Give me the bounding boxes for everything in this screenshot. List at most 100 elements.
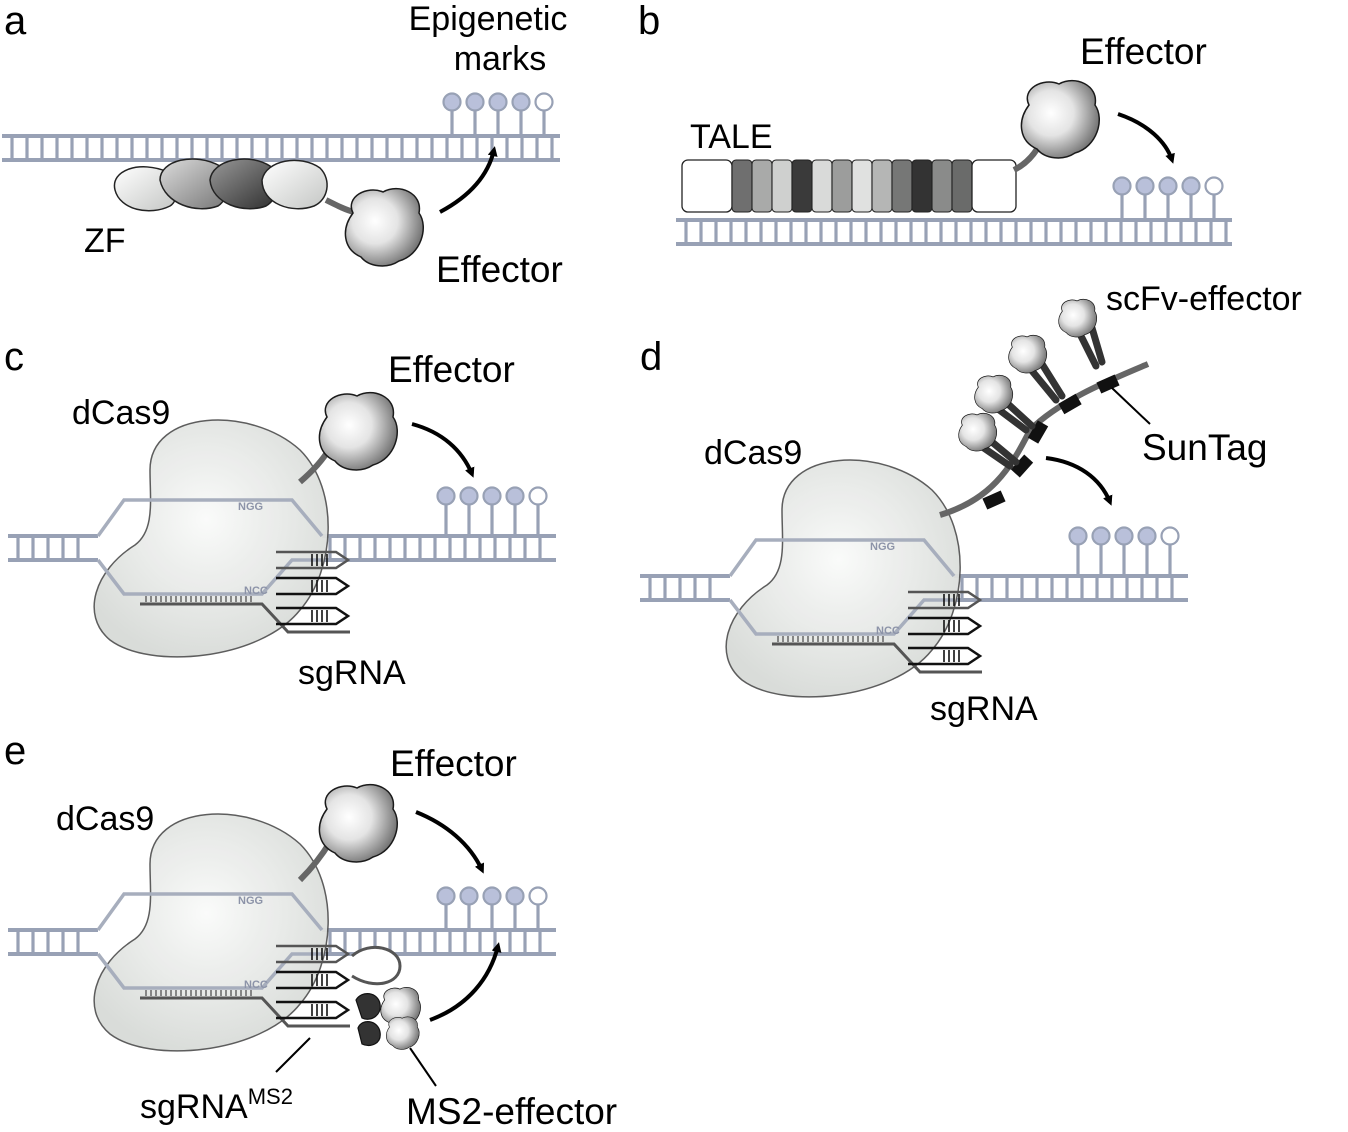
methyl-mark [459,886,479,906]
effector-label-b: Effector [1080,31,1207,72]
marks-label-line1: Epigenetic [409,0,568,38]
tale-repeat [731,159,753,213]
epigenetic-marks [1112,176,1224,220]
suntag-epitopes [982,374,1120,510]
tale-repeat [831,159,853,213]
tale-repeat [911,159,933,213]
unmarked-site [1160,526,1180,546]
sgrna-hairpin [276,944,351,964]
tale-repeat [851,159,873,213]
panel-b: b Effector TALE [638,0,1232,246]
nontarget-strand [96,892,324,932]
dcas9-label-d: dCas9 [704,434,802,472]
panel-e-letter: e [4,729,26,773]
dna [640,574,1188,602]
sgrna-strand [772,642,982,674]
methyl-mark [436,886,456,906]
methyl-mark [505,486,525,506]
methyl-mark [442,92,462,112]
methyl-mark [436,486,456,506]
tale-repeat [791,159,813,213]
ngg-label: NGG [238,501,263,513]
suntag-pointer [1111,387,1151,425]
methyl-mark [1112,176,1132,196]
scfv-effector-label: scFv-effector [1106,280,1302,318]
sgrna-ms2-label: sgRNAMS2 [140,1084,293,1126]
methyl-mark [505,886,525,906]
effector-c [318,391,399,471]
guide-pairing [777,636,884,642]
dcas9-label-c: dCas9 [72,394,170,432]
scfv-effector-domain [1008,334,1048,374]
scfv-effector [1008,334,1066,404]
methyl-mark [465,92,485,112]
methyl-mark [459,486,479,506]
guide-pairing [145,990,252,996]
dcas9-label-e: dCas9 [56,800,154,838]
effector-a [344,187,425,267]
ngg-label: NGG [870,541,895,553]
methyl-mark [482,886,502,906]
epigenetic-marks [1068,526,1180,576]
dcas9-complex-d: NGG NCC [640,459,1188,698]
methyl-mark [488,92,508,112]
effector-b [1020,79,1101,159]
ncc-label: NCC [244,979,268,991]
panel-c-letter: c [4,335,24,379]
target-strand [96,952,322,990]
ms2-hairpin [351,945,402,986]
unmarked-site [528,886,548,906]
methyl-mark [1181,176,1201,196]
sgrna-hairpin [908,616,983,636]
suntag-epitope [1027,420,1049,444]
scfv-effectors [958,298,1106,470]
methyl-mark [482,486,502,506]
dna-rungs [684,220,1228,244]
tale-repeat [871,159,893,213]
arrow-a [439,146,498,214]
arrow-c [411,422,475,478]
suntag-label: SunTag [1142,427,1268,468]
dcas9-protein [93,419,329,658]
sgrna-hairpin [276,1000,351,1020]
ms2-effector-pointer [409,1047,437,1087]
effector-label-c: Effector [388,349,515,390]
zinc-finger [113,158,328,212]
ngg-label: NGG [238,895,263,907]
guide-pairing [145,596,252,602]
sgrna-hairpin [908,590,983,610]
methyl-mark [511,92,531,112]
dcas9-protein [93,813,329,1052]
suntag-epitope [982,490,1006,510]
arrow-b [1117,112,1175,164]
panel-e: e dCas9 Effector NGG NCC sgRNAMS2 MS2-eff… [4,729,617,1132]
tale-repeat [931,159,953,213]
sgrna-strand [140,602,350,634]
tale-label: TALE [690,118,773,156]
ms2-effector-label: MS2-effector [406,1091,617,1132]
suntag-epitope [1058,393,1082,415]
dcas9-protein [725,459,961,698]
ncc-label: NCC [876,625,900,637]
marks-label-line2: marks [454,40,547,78]
tale-n-terminus [681,159,733,213]
ms2-effector [355,987,421,1050]
tale-repeat [751,159,773,213]
dna-b [676,218,1232,246]
dna-a [2,134,560,162]
scfv-effector [974,374,1036,434]
unmarked-site [528,486,548,506]
sgrna-hairpin [276,970,351,990]
methyl-mark [1068,526,1088,546]
dna [8,534,556,562]
effector-e [318,783,399,863]
epigenetic-marks [436,486,548,536]
suntag-epitope [1096,374,1120,394]
sgrna-hairpin [276,576,351,596]
sgrna-hairpin [276,550,351,570]
effector-label-e: Effector [390,743,517,784]
scfv-effector [958,412,1020,470]
